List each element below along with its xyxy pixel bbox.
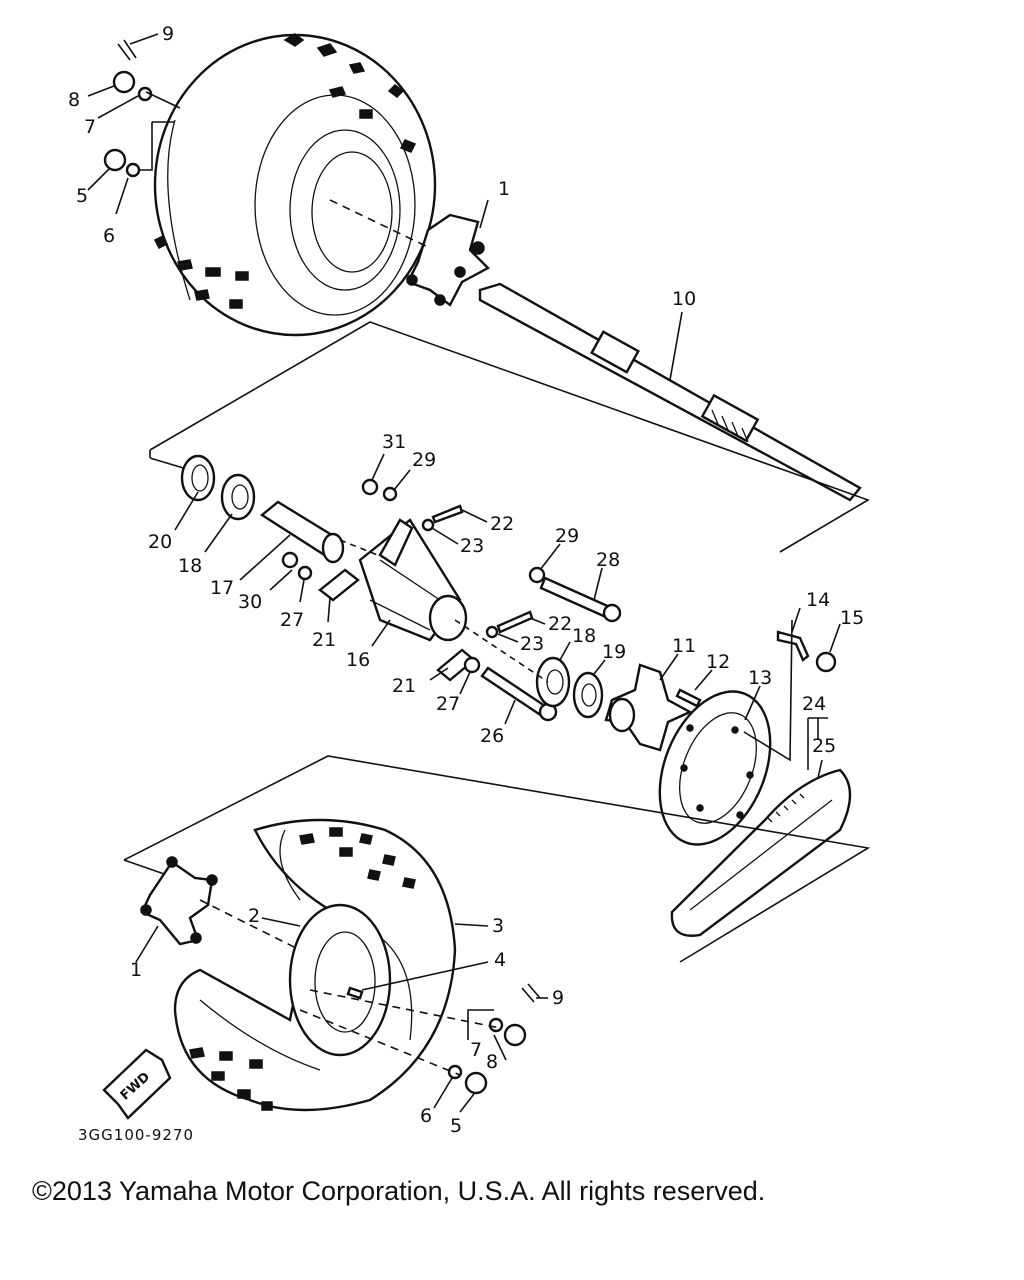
label-part-29-top: 29 [412, 449, 436, 471]
label-part-18-left: 18 [178, 555, 202, 577]
label-part-24: 24 [802, 693, 826, 715]
label-part-30: 30 [238, 591, 262, 613]
label-part-18-right: 18 [572, 625, 596, 647]
label-part-22-top: 22 [490, 513, 514, 535]
label-part-16: 16 [346, 649, 370, 671]
label-part-29-right: 29 [555, 525, 579, 547]
label-part-17: 17 [210, 577, 234, 599]
label-part-6-bottom: 6 [420, 1105, 432, 1127]
label-part-19: 19 [602, 641, 626, 663]
label-part-3: 3 [492, 915, 504, 937]
label-part-26: 26 [480, 725, 504, 747]
label-part-14: 14 [806, 589, 830, 611]
label-part-12: 12 [706, 651, 730, 673]
label-part-10: 10 [672, 288, 696, 310]
part-labels: 9 8 7 5 6 1 10 31 29 20 18 17 30 27 21 1… [68, 23, 864, 1144]
label-part-23-mid: 23 [520, 633, 544, 655]
label-part-15: 15 [840, 607, 864, 629]
label-part-6-top: 6 [103, 225, 115, 247]
top-wheel-assembly [87, 33, 490, 337]
bottom-wheel-assembly [102, 818, 548, 1120]
exploded-parts-diagram: 9 8 7 5 6 1 10 31 29 20 18 17 30 27 21 1… [68, 23, 871, 1144]
label-part-8-bottom: 8 [486, 1051, 498, 1073]
label-part-7-bottom: 7 [470, 1039, 482, 1061]
label-part-27-bottom: 27 [436, 693, 460, 715]
label-part-9-top: 9 [162, 23, 174, 45]
label-part-23-top: 23 [460, 535, 484, 557]
label-part-1-top: 1 [498, 178, 510, 200]
axle-shaft [478, 282, 862, 502]
label-part-4: 4 [494, 949, 506, 971]
copyright-notice: ©2013 Yamaha Motor Corporation, U.S.A. A… [32, 1176, 766, 1206]
label-part-2: 2 [248, 905, 260, 927]
label-part-21-bottom: 21 [392, 675, 416, 697]
label-part-11: 11 [672, 635, 696, 657]
bottom-assembly-outline [123, 755, 871, 963]
label-part-27-left: 27 [280, 609, 304, 631]
label-part-22-mid: 22 [548, 613, 572, 635]
label-part-13: 13 [748, 667, 772, 689]
label-part-28: 28 [596, 549, 620, 571]
label-part-1-bottom: 1 [130, 959, 142, 981]
label-part-25: 25 [812, 735, 836, 757]
label-part-20: 20 [148, 531, 172, 553]
drawing-code: 3GG100-9270 [78, 1126, 194, 1144]
fwd-arrow [102, 1048, 172, 1120]
label-part-5-top: 5 [76, 185, 88, 207]
label-part-9-bottom: 9 [552, 987, 564, 1009]
label-part-8-top: 8 [68, 89, 80, 111]
label-part-7-top: 7 [84, 116, 96, 138]
label-part-5-bottom: 5 [450, 1115, 462, 1137]
label-part-31: 31 [382, 431, 406, 453]
middle-parts [174, 453, 852, 937]
label-part-21-left: 21 [312, 629, 336, 651]
